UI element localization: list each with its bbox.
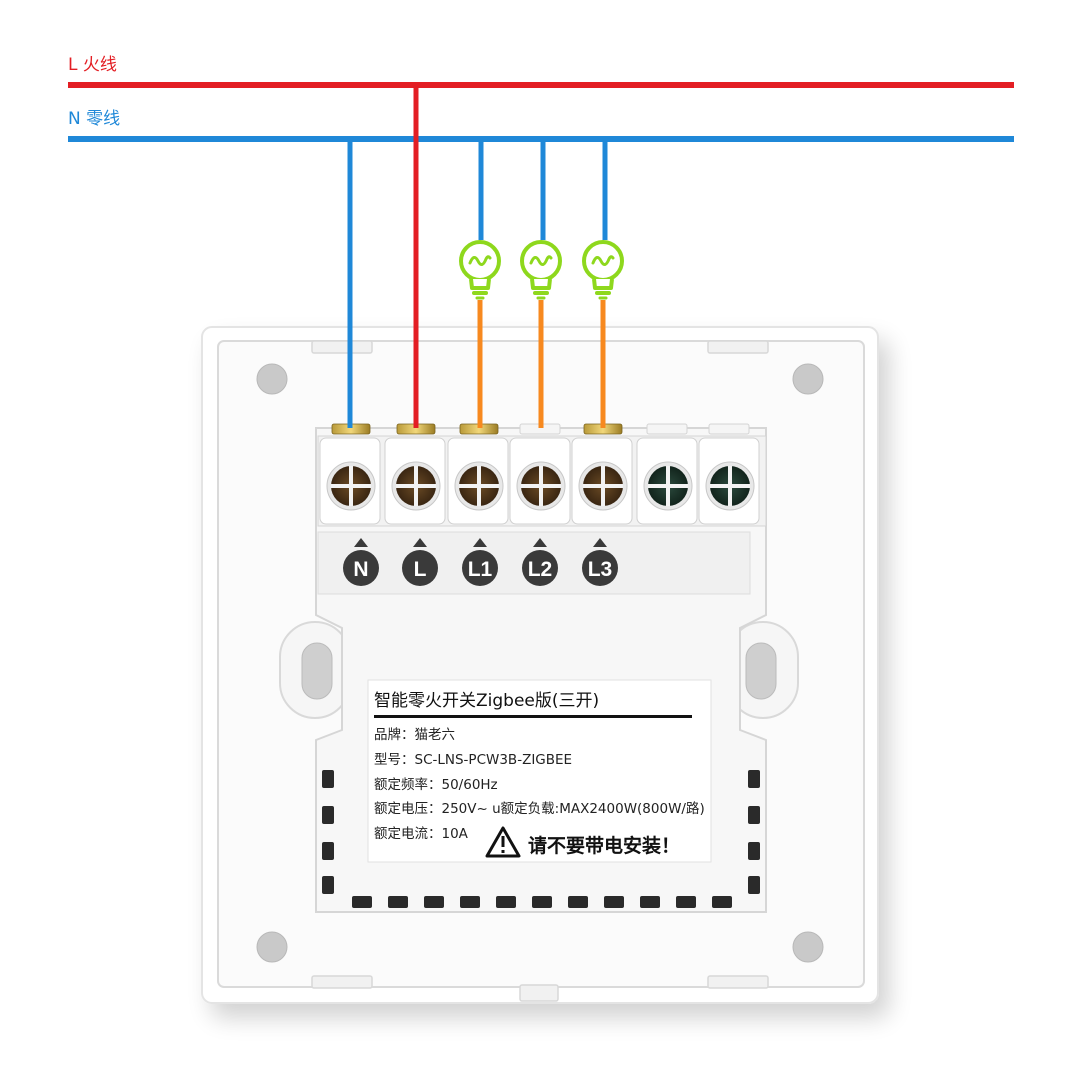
terminal-badge-l2: L2 (522, 538, 558, 586)
vent-slot (640, 896, 660, 908)
arrow-up-icon (473, 538, 487, 547)
terminal-badges: N L L1 L2 L3 (343, 538, 618, 586)
terminal-letter: L (414, 558, 427, 581)
vent-slot (496, 896, 516, 908)
vent-slot (352, 896, 372, 908)
label-title-underline (374, 715, 692, 718)
terminal-badge-l: L (402, 538, 438, 586)
arrow-up-icon (533, 538, 547, 547)
terminal-block (317, 423, 767, 527)
arrow-up-icon (593, 538, 607, 547)
label-brand: 品牌：猫老六 (374, 726, 455, 743)
label-frequency: 额定频率：50/60Hz (374, 776, 498, 793)
terminal-screw (319, 423, 381, 525)
label-title: 智能零火开关Zigbee版(三开) (374, 691, 599, 711)
terminal-letter: N (353, 558, 368, 581)
frame-tabs (311, 340, 769, 1002)
light-bulb-icon (459, 240, 501, 300)
label-model: 型号：SC-LNS-PCW3B-ZIGBEE (374, 752, 572, 768)
terminal-screw (384, 423, 446, 525)
bulbs (459, 240, 624, 300)
live-wire-label: L 火线 (68, 55, 117, 75)
terminal-letter: L1 (468, 558, 493, 581)
terminal-letter: L2 (528, 558, 553, 581)
vent-slot (460, 896, 480, 908)
vent-slot (388, 896, 408, 908)
vent-slot (712, 896, 732, 908)
side-ear-left (279, 621, 351, 719)
arrow-up-icon (354, 538, 368, 547)
light-bulb-icon (520, 240, 562, 300)
vent-slot (568, 896, 588, 908)
terminal-screw (636, 423, 698, 525)
terminal-letter: L3 (588, 558, 613, 581)
neutral-wire-label: N 零线 (68, 109, 120, 129)
terminal-screw (571, 423, 633, 525)
arrow-up-icon (413, 538, 427, 547)
terminal-badge-n: N (343, 538, 379, 586)
terminal-screw (698, 423, 760, 525)
mounting-holes (256, 363, 824, 963)
terminal-badge-l1: L1 (462, 538, 498, 586)
label-current: 额定电流：10A (374, 826, 469, 842)
terminal-screw (509, 423, 571, 525)
terminal-screw (447, 423, 509, 525)
light-bulb-icon (582, 240, 624, 300)
vent-slot (676, 896, 696, 908)
vent-slot (604, 896, 624, 908)
terminal-badge-l3: L3 (582, 538, 618, 586)
vent-slot (532, 896, 552, 908)
label-warning: 请不要带电安装！ (528, 834, 680, 857)
wires (68, 82, 1014, 428)
spec-label: 智能零火开关Zigbee版(三开) 品牌：猫老六 型号：SC-LNS-PCW3B… (367, 679, 712, 863)
label-voltage-load: 额定电压：250V~ u额定负载:MAX2400W(800W/路) (374, 801, 705, 817)
warning-icon (485, 826, 521, 858)
vent-slot (424, 896, 444, 908)
